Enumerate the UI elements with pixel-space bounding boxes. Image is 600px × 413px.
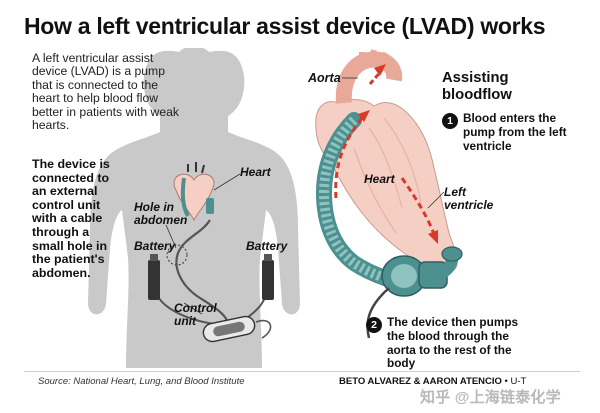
blood-arrow-aorta-top (368, 69, 384, 85)
watermark: 知乎 @上海链泰化学 (420, 386, 561, 407)
watermark-text: 知乎 @上海链泰化学 (420, 389, 561, 406)
battery-right (262, 260, 274, 300)
label-hole-in-abdomen: Hole in abdomen (134, 200, 188, 227)
control-unit-shape (202, 315, 256, 343)
publication-tag: • U-T (501, 376, 527, 387)
step-2-number: 2 (366, 317, 382, 333)
diagram-panel: A left ventricular assist device (LVAD) … (24, 48, 580, 371)
label-battery-right: Battery (246, 239, 288, 253)
lvad-pump (381, 255, 448, 297)
step-1-number: 1 (442, 113, 458, 129)
diagram-artwork (88, 48, 463, 368)
label-aorta: Aorta (308, 71, 341, 85)
blood-arrow-aorta (334, 117, 364, 199)
battery-left (148, 260, 160, 300)
label-battery-left: Battery (134, 239, 176, 253)
inflow-cannula (428, 254, 458, 282)
step-2: 2 The device then pumps the blood throug… (366, 315, 538, 371)
large-heart (315, 49, 458, 274)
label-heart-large: Heart (364, 172, 395, 186)
assisting-title: Assisting bloodflow (442, 70, 512, 103)
blood-arrow-ventricle (400, 177, 436, 235)
artist-names: BETO ALVAREZ & AARON ATENCIO (339, 376, 502, 387)
source-credit: Source: National Heart, Lung, and Blood … (38, 376, 245, 387)
label-heart-small: Heart (240, 165, 271, 179)
footer: Source: National Heart, Lung, and Blood … (24, 371, 580, 389)
page-title: How a left ventricular assist device (LV… (24, 13, 546, 39)
driveline-cable (175, 219, 231, 329)
abdomen-hole-circle (166, 244, 188, 266)
step-1-text: Blood enters the pump from the left vent… (463, 111, 567, 153)
small-heart (173, 162, 215, 222)
intro-text: A left ventricular assist device (LVAD) … (32, 51, 180, 133)
label-control-unit: Control unit (174, 301, 217, 328)
label-left-ventricle: Left ventricle (444, 185, 494, 212)
artist-credit: BETO ALVAREZ & AARON ATENCIO • U-T (339, 376, 526, 387)
head-silhouette (168, 48, 220, 110)
step-1: 1 Blood enters the pump from the left ve… (442, 111, 572, 153)
device-description: The device is connected to an external c… (32, 157, 110, 280)
step-2-text: The device then pumps the blood through … (387, 315, 519, 371)
pump-driveline (366, 287, 390, 339)
